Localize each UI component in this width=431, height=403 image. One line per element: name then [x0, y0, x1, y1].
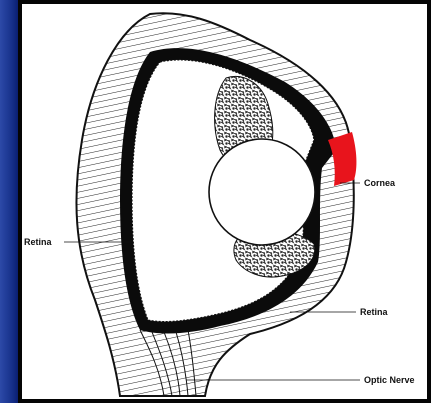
label-retina-left: Retina	[24, 237, 53, 247]
label-optic-nerve: Optic Nerve	[364, 375, 415, 385]
lens	[209, 139, 315, 245]
label-retina-bottom: Retina	[360, 307, 389, 317]
label-cornea: Cornea	[364, 178, 396, 188]
